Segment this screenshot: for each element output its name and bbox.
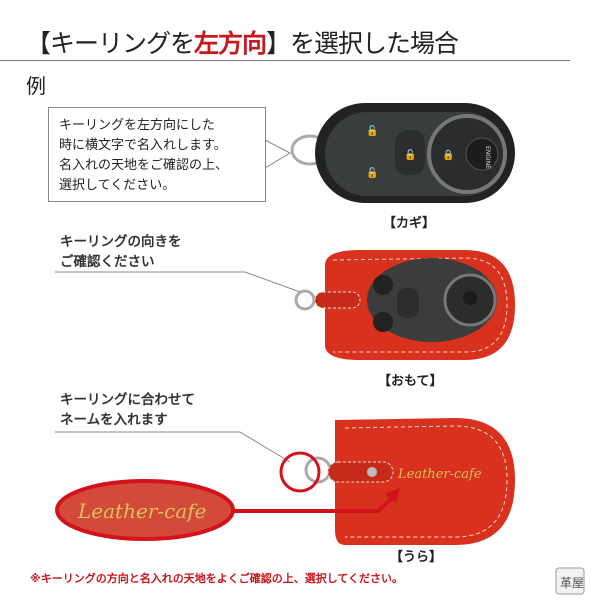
keyring bbox=[294, 289, 316, 311]
leader-line bbox=[55, 431, 291, 463]
page-title: 【キーリングを左方向】を選択した場合 bbox=[26, 29, 459, 58]
unlock-icon: 🔓 bbox=[366, 124, 378, 137]
engine-label: ENGINE bbox=[484, 146, 491, 169]
caption-back: 【うら】 bbox=[390, 550, 443, 565]
keyring-highlight-circle bbox=[279, 451, 321, 493]
leather-case-front-image bbox=[294, 250, 515, 360]
key-fob-image: ENGINE 🔓 🔓 🔓 🔒 bbox=[290, 103, 515, 203]
leader-line bbox=[55, 271, 301, 293]
caption-front: 【おもて】 bbox=[378, 374, 443, 389]
logo bbox=[555, 567, 585, 595]
engine-button bbox=[465, 137, 499, 171]
callout-pointer bbox=[264, 139, 292, 169]
note-name-placement: キーリングに合わせて ネームを入れます bbox=[60, 392, 195, 428]
unlock-icon: 🔓 bbox=[404, 148, 416, 161]
engraving-on-case: Leather-cafe bbox=[397, 467, 482, 482]
lock-icon: 🔒 bbox=[442, 149, 454, 161]
caption-key: 【カギ】 bbox=[383, 216, 436, 231]
example-label: 例 bbox=[26, 74, 46, 98]
note-keyring-direction: キーリングの向きを ご確認ください bbox=[60, 234, 182, 270]
arrow bbox=[233, 496, 394, 513]
engraving-zoom-text: Leather-cafe bbox=[77, 499, 206, 523]
footnote: ※キーリングの方向と名入れの天地をよくご確認の上、選択してください。 bbox=[30, 572, 404, 585]
logo-text: 革屋 bbox=[560, 576, 584, 590]
unlock-icon: 🔓 bbox=[366, 166, 378, 179]
arrow-head bbox=[385, 488, 400, 503]
divider bbox=[0, 60, 570, 61]
callout-box: キーリングを左方向にした 時に横文字で名入れします。 名入れの天地をご確認の上、… bbox=[48, 107, 266, 202]
leather-case-back-image: Leather-cafe bbox=[304, 418, 515, 545]
title-highlight: 左方向 bbox=[194, 29, 267, 58]
